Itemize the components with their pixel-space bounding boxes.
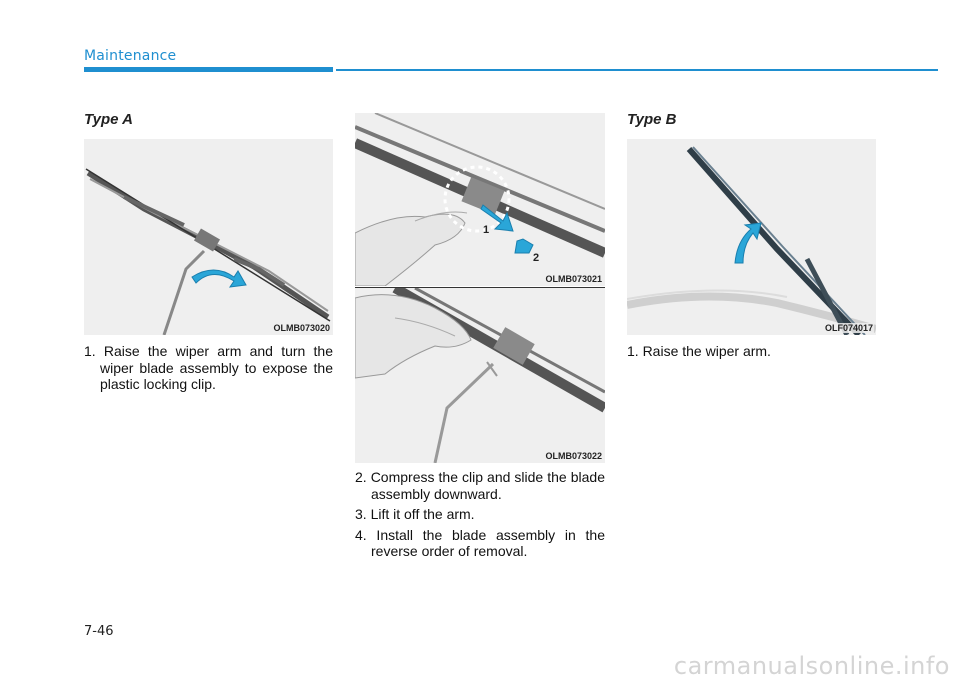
- middle-steps: 2. Compress the clip and slide the blade…: [355, 469, 605, 564]
- middle-step-2: 2. Compress the clip and slide the blade…: [355, 469, 605, 502]
- figure-slide-blade: OLMB073022: [355, 288, 605, 463]
- wiper-type-b-illustration: [627, 146, 876, 335]
- type-b-steps: 1. Raise the wiper arm.: [627, 343, 876, 364]
- page-number: 7-46: [84, 624, 114, 639]
- middle-step-3: 3. Lift it off the arm.: [355, 506, 475, 522]
- figure-compress-clip: 1 2 OLMB073021: [355, 113, 605, 286]
- type-a-heading: Type A: [84, 111, 133, 128]
- figure-code-type-a: OLMB073020: [272, 323, 331, 333]
- type-b-step-1: 1. Raise the wiper arm.: [627, 343, 771, 359]
- figure-divider: [355, 287, 605, 288]
- header-rule-thin: [336, 69, 938, 71]
- header-rule-thick: [84, 67, 333, 72]
- wiper-type-a-illustration: [85, 168, 331, 335]
- figure-type-a: OLMB073020: [84, 139, 333, 335]
- callout-2: 2: [533, 252, 539, 264]
- callout-1: 1: [483, 224, 489, 236]
- section-title: Maintenance: [84, 48, 177, 64]
- type-a-steps: 1. Raise the wiper arm and turn the wipe…: [84, 343, 333, 397]
- figure-code-compress-clip: OLMB073021: [544, 274, 603, 284]
- type-b-heading: Type B: [627, 111, 677, 128]
- figure-code-type-b: OLF074017: [823, 323, 874, 333]
- middle-step-4: 4. Install the blade assembly in the rev…: [355, 526, 605, 560]
- figure-code-slide-blade: OLMB073022: [544, 451, 603, 461]
- figure-type-b: OLF074017: [627, 139, 876, 335]
- slide-blade-illustration: [355, 288, 605, 463]
- watermark: carmanualsonline.info: [673, 652, 950, 680]
- type-a-step-1: 1. Raise the wiper arm and turn the wipe…: [84, 343, 333, 392]
- compress-clip-illustration: 1 2: [355, 113, 605, 286]
